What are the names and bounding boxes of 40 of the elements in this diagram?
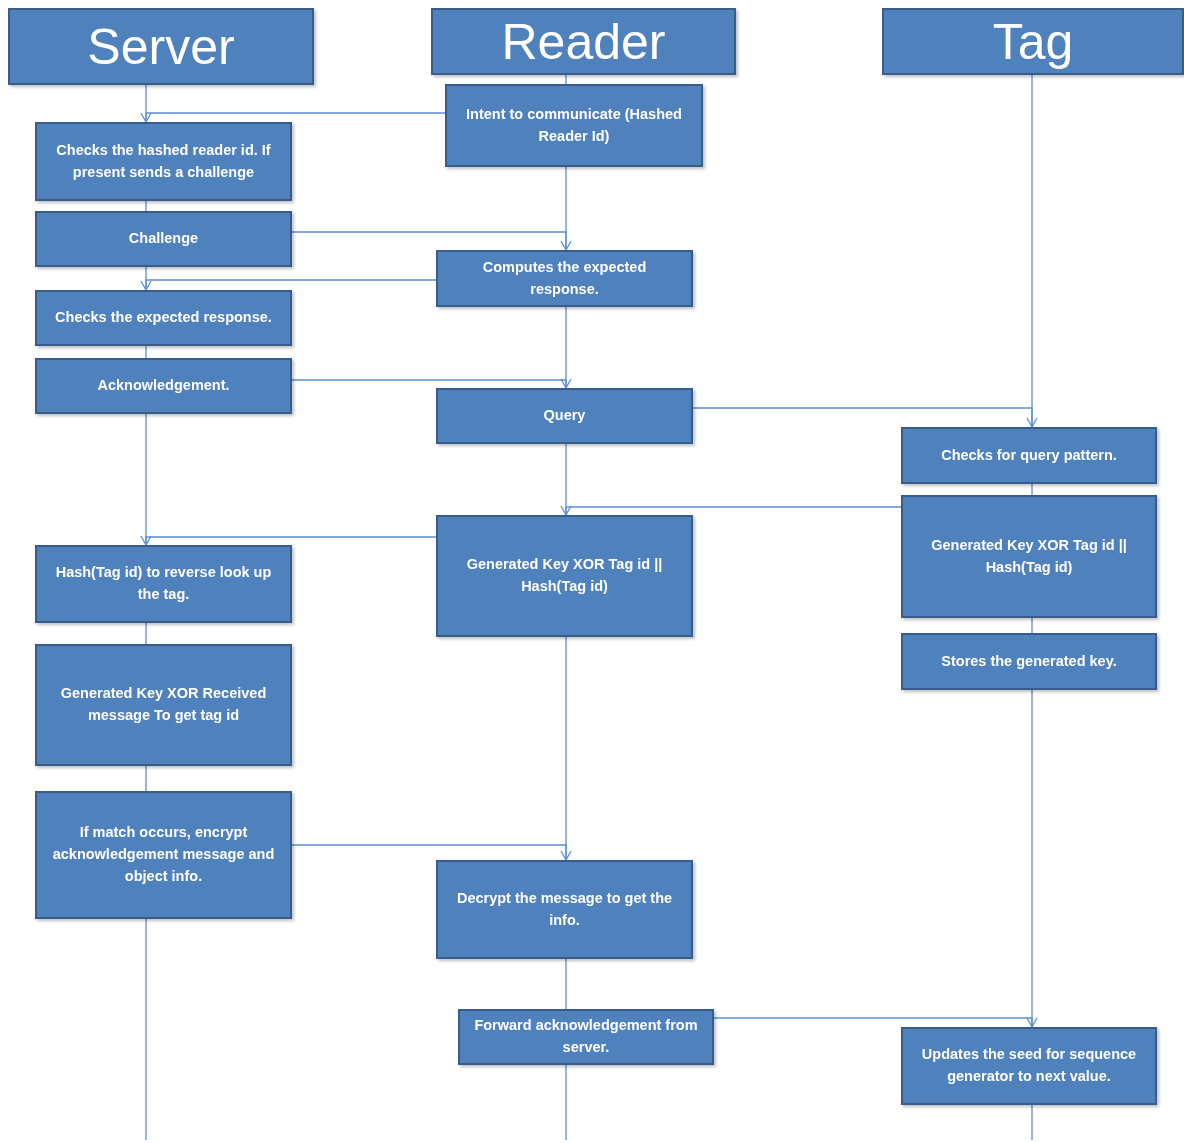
process-box: Updates the seed for sequence generator to next value. [901,1027,1157,1105]
lifeline [145,622,147,645]
lifeline [565,74,567,85]
message-arrow [291,378,572,389]
lifeline [145,200,147,212]
process-box: Intent to communicate (Hashed Reader Id) [445,84,703,167]
message-arrow [140,279,437,291]
lifeline [1031,617,1033,634]
message-arrow [713,1017,1038,1028]
message-arrow [140,112,446,123]
message-arrow [140,535,437,546]
process-box: Checks for query pattern. [901,427,1157,484]
process-box: Checks the expected response. [35,290,292,346]
process-box: Hash(Tag id) to reverse look up the tag. [35,545,292,623]
process-box: Generated Key XOR Tag id || Hash(Tag id) [436,515,693,637]
lifeline-header: Server [8,8,314,85]
process-box: Stores the generated key. [901,633,1157,690]
lifeline [565,958,567,1010]
message-arrow [560,505,902,516]
process-box: Checks the hashed reader id. If present sends a challenge [35,122,292,201]
lifeline [1031,1104,1033,1141]
process-box: Computes the expected response. [436,250,693,307]
message-arrow [692,407,1038,428]
process-box: Generated Key XOR Received message To get tag id [35,644,292,766]
lifeline [565,1064,567,1141]
lifeline [1031,483,1033,496]
process-box: Forward acknowledgement from server. [458,1009,714,1065]
process-box: Decrypt the message to get the info. [436,860,693,959]
lifeline-header: Reader [431,8,736,75]
lifeline [145,765,147,792]
process-box: If match occurs, encrypt acknowledgement message and object info. [35,791,292,919]
process-box: Challenge [35,211,292,267]
process-box: Generated Key XOR Tag id || Hash(Tag id) [901,495,1157,618]
message-arrow [291,231,572,251]
lifeline-header: Tag [882,8,1184,75]
process-box: Acknowledgement. [35,358,292,414]
message-arrow [291,844,572,861]
lifeline [145,918,147,1141]
process-box: Query [436,388,693,444]
lifeline [145,345,147,359]
